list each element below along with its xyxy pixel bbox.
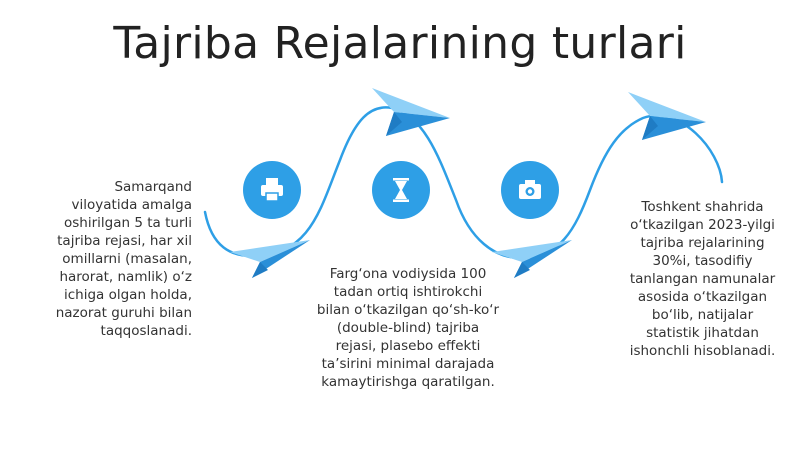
paper-plane-2 xyxy=(372,88,450,136)
page-title: Tajriba Rejalarining turlari xyxy=(113,18,687,69)
step-1-text: Samarqand viloyatida amalga oshirilgan 5… xyxy=(55,179,192,339)
paper-plane-3 xyxy=(492,240,572,278)
flow-curve xyxy=(203,106,724,260)
paper-plane-1 xyxy=(230,240,310,278)
hourglass-icon xyxy=(372,161,430,219)
printer-icon xyxy=(243,161,301,219)
paper-plane-4 xyxy=(628,92,706,140)
step-2-text: Farg‘ona vodiysida 100 tadan ortiq ishti… xyxy=(316,266,500,390)
step-3-text: Toshkent shahrida o‘tkazilgan 2023-yilgi… xyxy=(629,199,776,359)
camera-icon xyxy=(501,161,559,219)
